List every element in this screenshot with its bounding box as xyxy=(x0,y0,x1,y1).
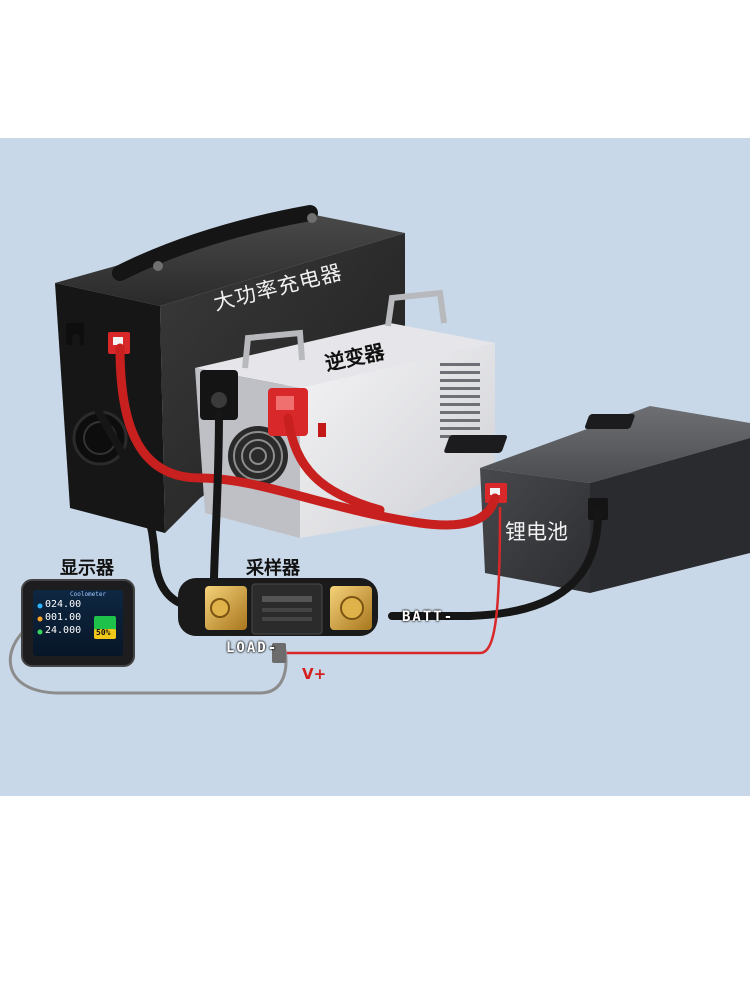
wiring-scene: 大功率充电器 逆变器 锂电池 显示器 采样器 BATT- LOAD- V+ Co… xyxy=(0,138,750,796)
cables xyxy=(8,334,602,695)
battery-label: 锂电池 xyxy=(505,520,568,544)
sampler-label: 采样器 xyxy=(246,558,300,579)
vplus-terminal-label: V+ xyxy=(302,665,327,683)
sampler-device xyxy=(178,578,378,663)
display-current: 001.00 xyxy=(45,612,82,623)
display-brand: Coolometer xyxy=(70,591,107,598)
display-voltage: 024.00 xyxy=(45,599,82,610)
wiring-illustration xyxy=(8,205,750,695)
battery-unit xyxy=(444,406,750,593)
display-label: 显示器 xyxy=(60,558,114,579)
batt-terminal-label: BATT- xyxy=(402,609,455,625)
load-terminal-label: LOAD- xyxy=(226,640,279,656)
display-power: 24.000 xyxy=(45,625,82,636)
display-device xyxy=(21,579,135,667)
inverter-unit xyxy=(195,289,495,538)
display-percent: 50% xyxy=(96,628,111,637)
